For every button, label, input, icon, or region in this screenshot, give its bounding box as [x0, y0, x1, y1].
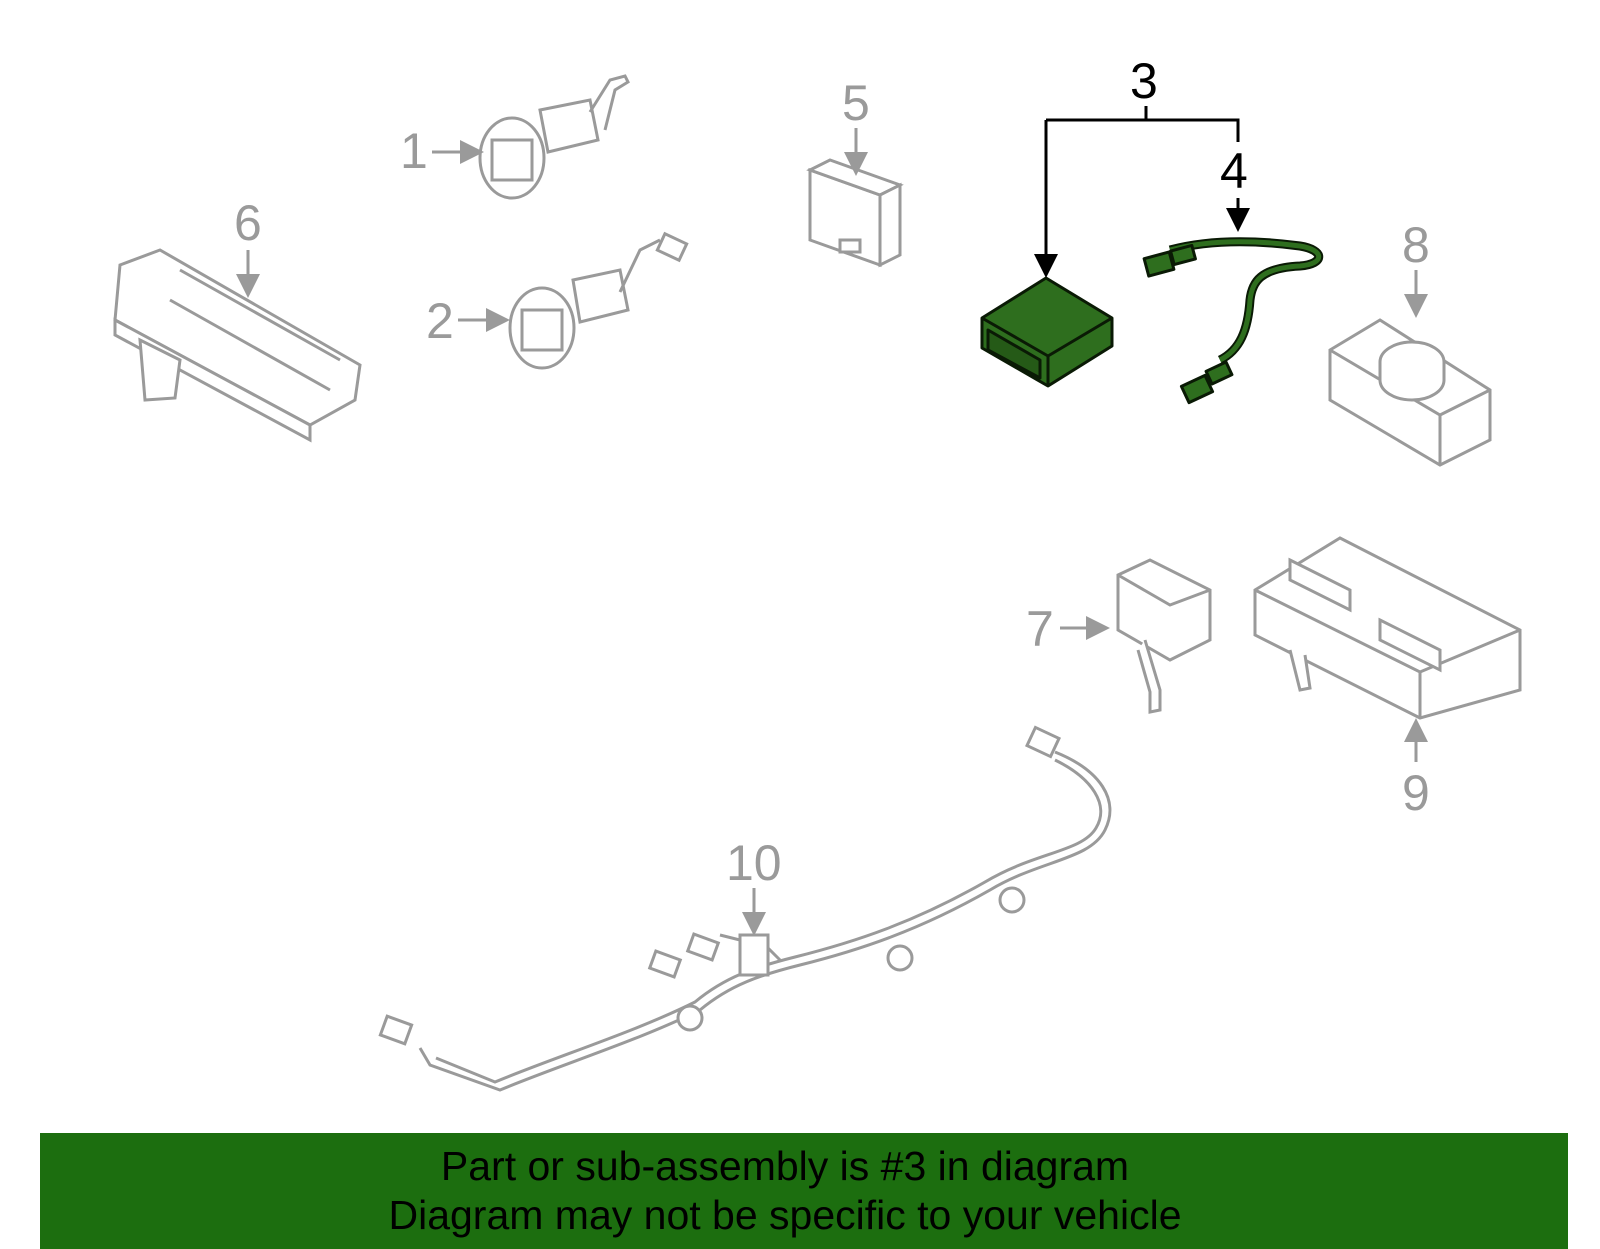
- part-3-bracket: [1046, 106, 1240, 142]
- part-5-module-bracket: [806, 158, 904, 268]
- part-label-3: 3: [1130, 53, 1158, 109]
- part-3-control-module: [980, 276, 1114, 388]
- part-10-wiring-harness: [418, 750, 1112, 1092]
- part-8-controller-knob: [1328, 318, 1492, 467]
- banner-disclaimer-line: Diagram may not be specific to your vehi…: [388, 1192, 1182, 1238]
- part-label-7: 7: [1026, 601, 1054, 657]
- banner-part-line: Part or sub-assembly is #3 in diagram: [440, 1143, 1130, 1189]
- part-2-power-outlet: [508, 231, 689, 370]
- part-label-2: 2: [426, 293, 454, 349]
- part-label-8: 8: [1402, 217, 1430, 273]
- part-6-switch-panel: [113, 248, 362, 443]
- part-info-banner: Part or sub-assembly is #3 in diagram Di…: [40, 1133, 1568, 1249]
- part-label-10: 10: [726, 835, 782, 891]
- part-label-6: 6: [234, 195, 262, 251]
- part-9-console-bracket: [1253, 536, 1522, 720]
- banner-background: [40, 1133, 1568, 1249]
- part-1-cigar-lighter-socket: [478, 74, 630, 200]
- part-4-wire-harness: [1142, 237, 1324, 405]
- part-label-4: 4: [1220, 143, 1248, 199]
- part-label-1: 1: [400, 123, 428, 179]
- part-label-5: 5: [842, 75, 870, 131]
- part-label-9: 9: [1402, 765, 1430, 821]
- part-7-bracket: [1116, 558, 1212, 714]
